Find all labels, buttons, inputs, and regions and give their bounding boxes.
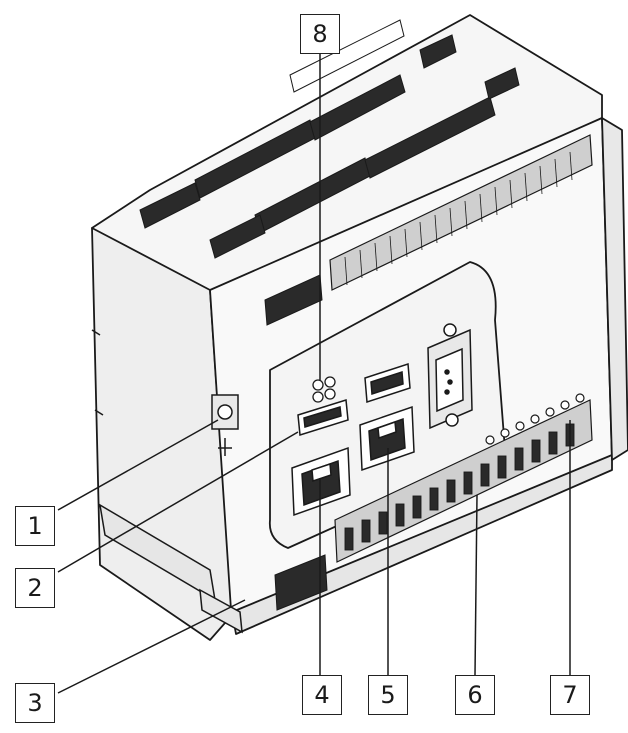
callout-3: 3 <box>15 683 55 723</box>
usb-port <box>297 399 349 436</box>
top-connector <box>209 214 266 259</box>
top-connector <box>419 34 457 69</box>
front-io-terminals <box>485 393 585 445</box>
callout-label: 4 <box>314 681 330 709</box>
callout-label: 3 <box>27 689 43 717</box>
callout-label: 5 <box>380 681 396 709</box>
top-connector <box>364 96 496 179</box>
upper-left-connector <box>264 274 323 326</box>
leader-3 <box>57 599 246 694</box>
leader-2 <box>57 431 299 573</box>
callout-8: 8 <box>300 14 340 54</box>
leader-1 <box>57 419 219 511</box>
usb-port-upper <box>364 362 411 404</box>
callout-5: 5 <box>368 675 408 715</box>
top-connector <box>289 19 405 93</box>
callout-label: 7 <box>562 681 578 709</box>
leader-6 <box>474 494 478 676</box>
serial-port <box>427 323 473 430</box>
lower-left-connector <box>274 554 328 611</box>
upper-terminal-strip <box>329 134 593 291</box>
callout-label: 2 <box>27 574 43 602</box>
top-connector <box>139 182 201 229</box>
callout-7: 7 <box>550 675 590 715</box>
ethernet-port-2 <box>359 405 415 472</box>
earth-ground-terminal <box>211 394 239 456</box>
callout-1: 1 <box>15 506 55 546</box>
callout-label: 8 <box>312 20 328 48</box>
din-rail-mount <box>98 503 243 634</box>
callout-6: 6 <box>455 675 495 715</box>
callout-4: 4 <box>302 675 342 715</box>
top-connector <box>484 67 520 100</box>
callout-label: 6 <box>467 681 483 709</box>
leader-lines <box>57 52 571 694</box>
status-leds <box>312 376 336 403</box>
ethernet-port-1 <box>291 446 351 517</box>
top-connector <box>309 74 406 141</box>
callout-2: 2 <box>15 568 55 608</box>
callout-label: 1 <box>27 512 43 540</box>
